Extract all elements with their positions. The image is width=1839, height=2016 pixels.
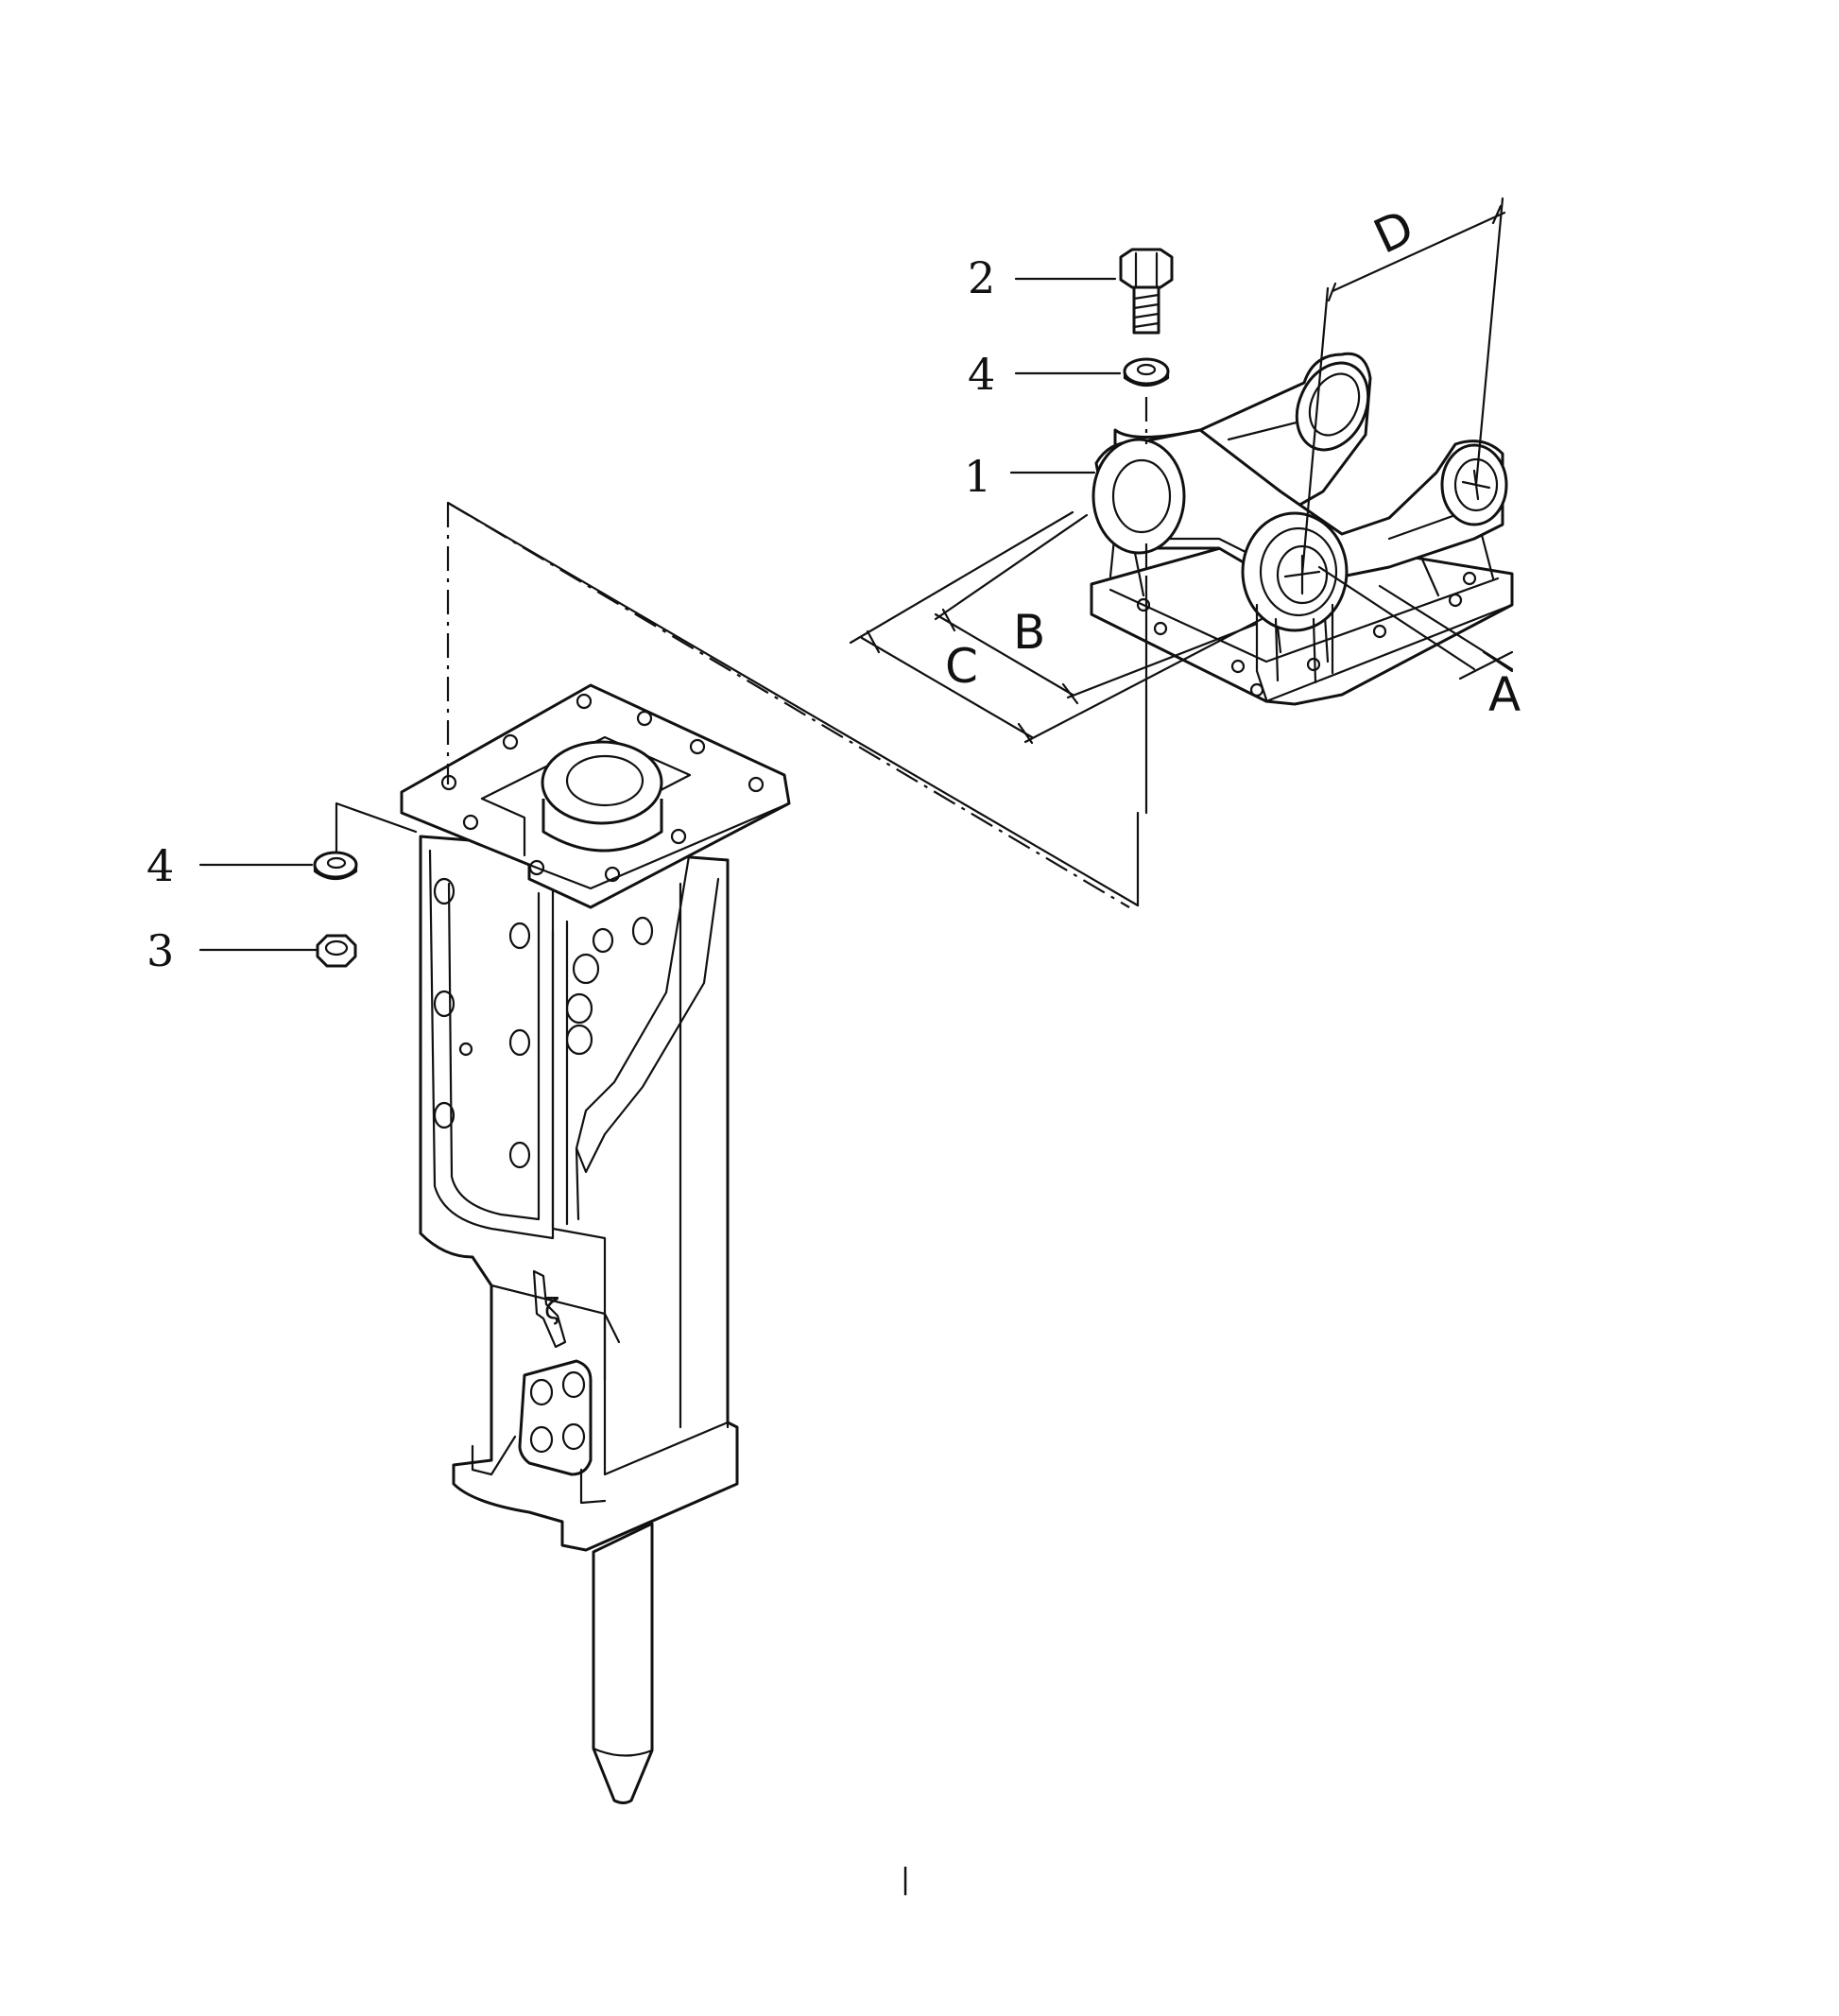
nut bbox=[316, 934, 357, 968]
breaker-head-cylinder bbox=[541, 740, 663, 853]
bolt bbox=[1119, 248, 1174, 335]
bracket-pin-boss-right bbox=[1440, 443, 1508, 526]
washer-top bbox=[1123, 357, 1170, 388]
hydraulic-breaker: ζ bbox=[400, 683, 791, 1804]
body-stamp-mark: ζ bbox=[532, 1269, 567, 1349]
dimension-b: B bbox=[934, 513, 1259, 705]
callout-number: 1 bbox=[964, 451, 991, 502]
callout-part-3: 3 bbox=[146, 925, 318, 976]
callout-part-2: 2 bbox=[968, 252, 1117, 303]
top-plate-holes bbox=[440, 693, 765, 883]
callout-number: 4 bbox=[968, 349, 995, 400]
page-mark: | bbox=[901, 1863, 910, 1896]
dimension-label-c: C bbox=[945, 639, 978, 694]
dimension-label-b: B bbox=[1013, 605, 1045, 660]
callout-part-4-top: 4 bbox=[968, 349, 1122, 400]
valve-port-cluster bbox=[565, 916, 654, 1056]
front-mount-plate bbox=[518, 1359, 593, 1476]
callout-number: 2 bbox=[968, 252, 995, 303]
body-side-bolts bbox=[433, 877, 531, 1169]
callout-number: 3 bbox=[146, 925, 174, 976]
callout-part-4-left: 4 bbox=[146, 840, 314, 891]
callout-number: 4 bbox=[146, 840, 174, 891]
assembly-lines bbox=[446, 501, 1148, 1257]
mounting-bracket bbox=[1090, 352, 1514, 706]
dimension-a: A bbox=[1317, 565, 1521, 722]
callout-part-1: 1 bbox=[964, 451, 1096, 502]
dimension-label-a: A bbox=[1488, 667, 1521, 722]
bracket-pin-boss-front bbox=[1241, 511, 1349, 632]
svg-text:ζ: ζ bbox=[544, 1293, 559, 1326]
bracket-pin-boss-left bbox=[1091, 438, 1186, 555]
chisel-tool bbox=[592, 1522, 654, 1804]
dimension-c: C bbox=[849, 510, 1263, 745]
washer-left bbox=[313, 851, 358, 881]
